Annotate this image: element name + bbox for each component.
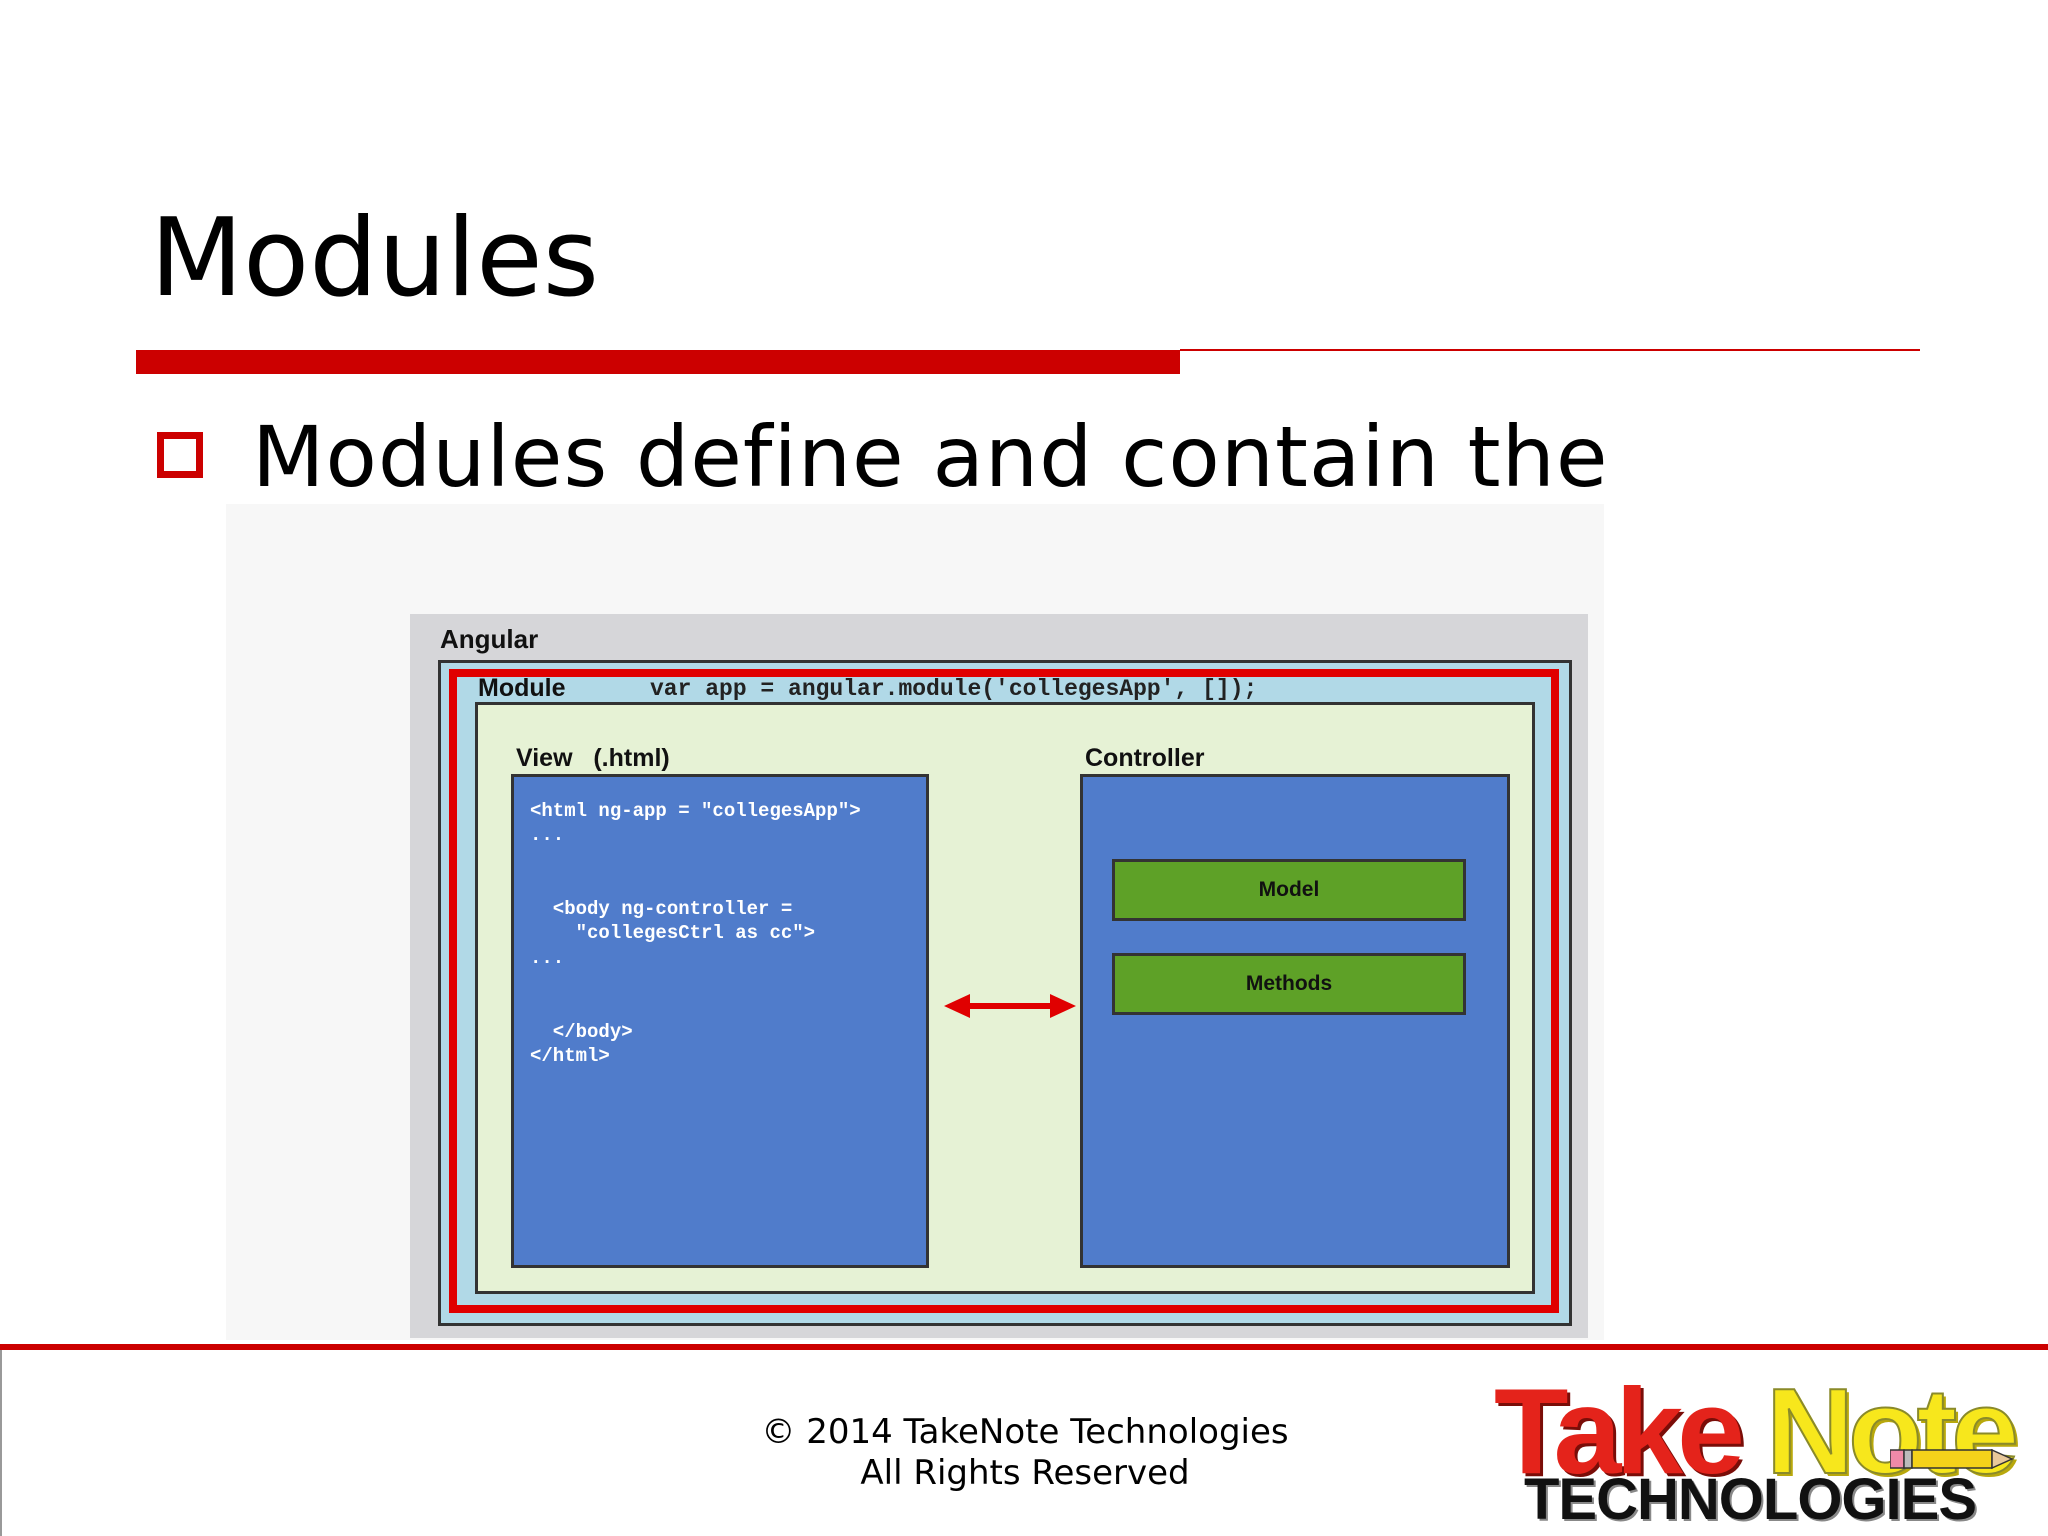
- controller-label: Controller: [1085, 744, 1205, 772]
- takenote-logo: Take Note TECHNOLOGIES: [1490, 1363, 2030, 1532]
- title-underline-thin: [1180, 349, 1920, 351]
- view-label: View (.html): [516, 744, 670, 772]
- view-code-line: <body ng-controller =: [530, 898, 793, 920]
- footer-copyright: © 2014 TakeNote Technologies: [761, 1412, 1289, 1452]
- double-arrow-icon: [944, 994, 1076, 1018]
- model-box: Model: [1112, 859, 1466, 921]
- pencil-icon: [1890, 1448, 2014, 1470]
- view-code-line: <html ng-app = "collegesApp">: [530, 800, 861, 822]
- angular-label: Angular: [440, 624, 539, 654]
- view-code-line: ...: [530, 824, 565, 846]
- methods-box: Methods: [1112, 953, 1466, 1015]
- footer-left-edge: [0, 1350, 2, 1536]
- logo-technologies: TECHNOLOGIES: [1524, 1467, 1977, 1532]
- highlight-frame: [449, 669, 1559, 1313]
- module-diagram: Angular Module var app = angular.module(…: [410, 614, 1588, 1338]
- view-code-line: ...: [530, 947, 565, 969]
- footer-divider: [0, 1344, 2048, 1350]
- bullet-square-icon: [157, 432, 203, 478]
- logo-take: Take: [1494, 1363, 1745, 1499]
- module-code: var app = angular.module('collegesApp', …: [650, 676, 1258, 702]
- logo-note: Note: [1765, 1363, 2020, 1499]
- view-code-line: "collegesCtrl as cc">: [530, 922, 816, 944]
- footer-rights: All Rights Reserved: [860, 1453, 1190, 1493]
- title-underline-thick: [136, 350, 1180, 374]
- slide-title: Modules: [150, 196, 599, 321]
- module-label: Module: [478, 674, 566, 702]
- view-code-line: </body>: [530, 1021, 633, 1043]
- view-code-line: </html>: [530, 1045, 610, 1067]
- controller-box: [1080, 774, 1510, 1268]
- view-box: [511, 774, 929, 1268]
